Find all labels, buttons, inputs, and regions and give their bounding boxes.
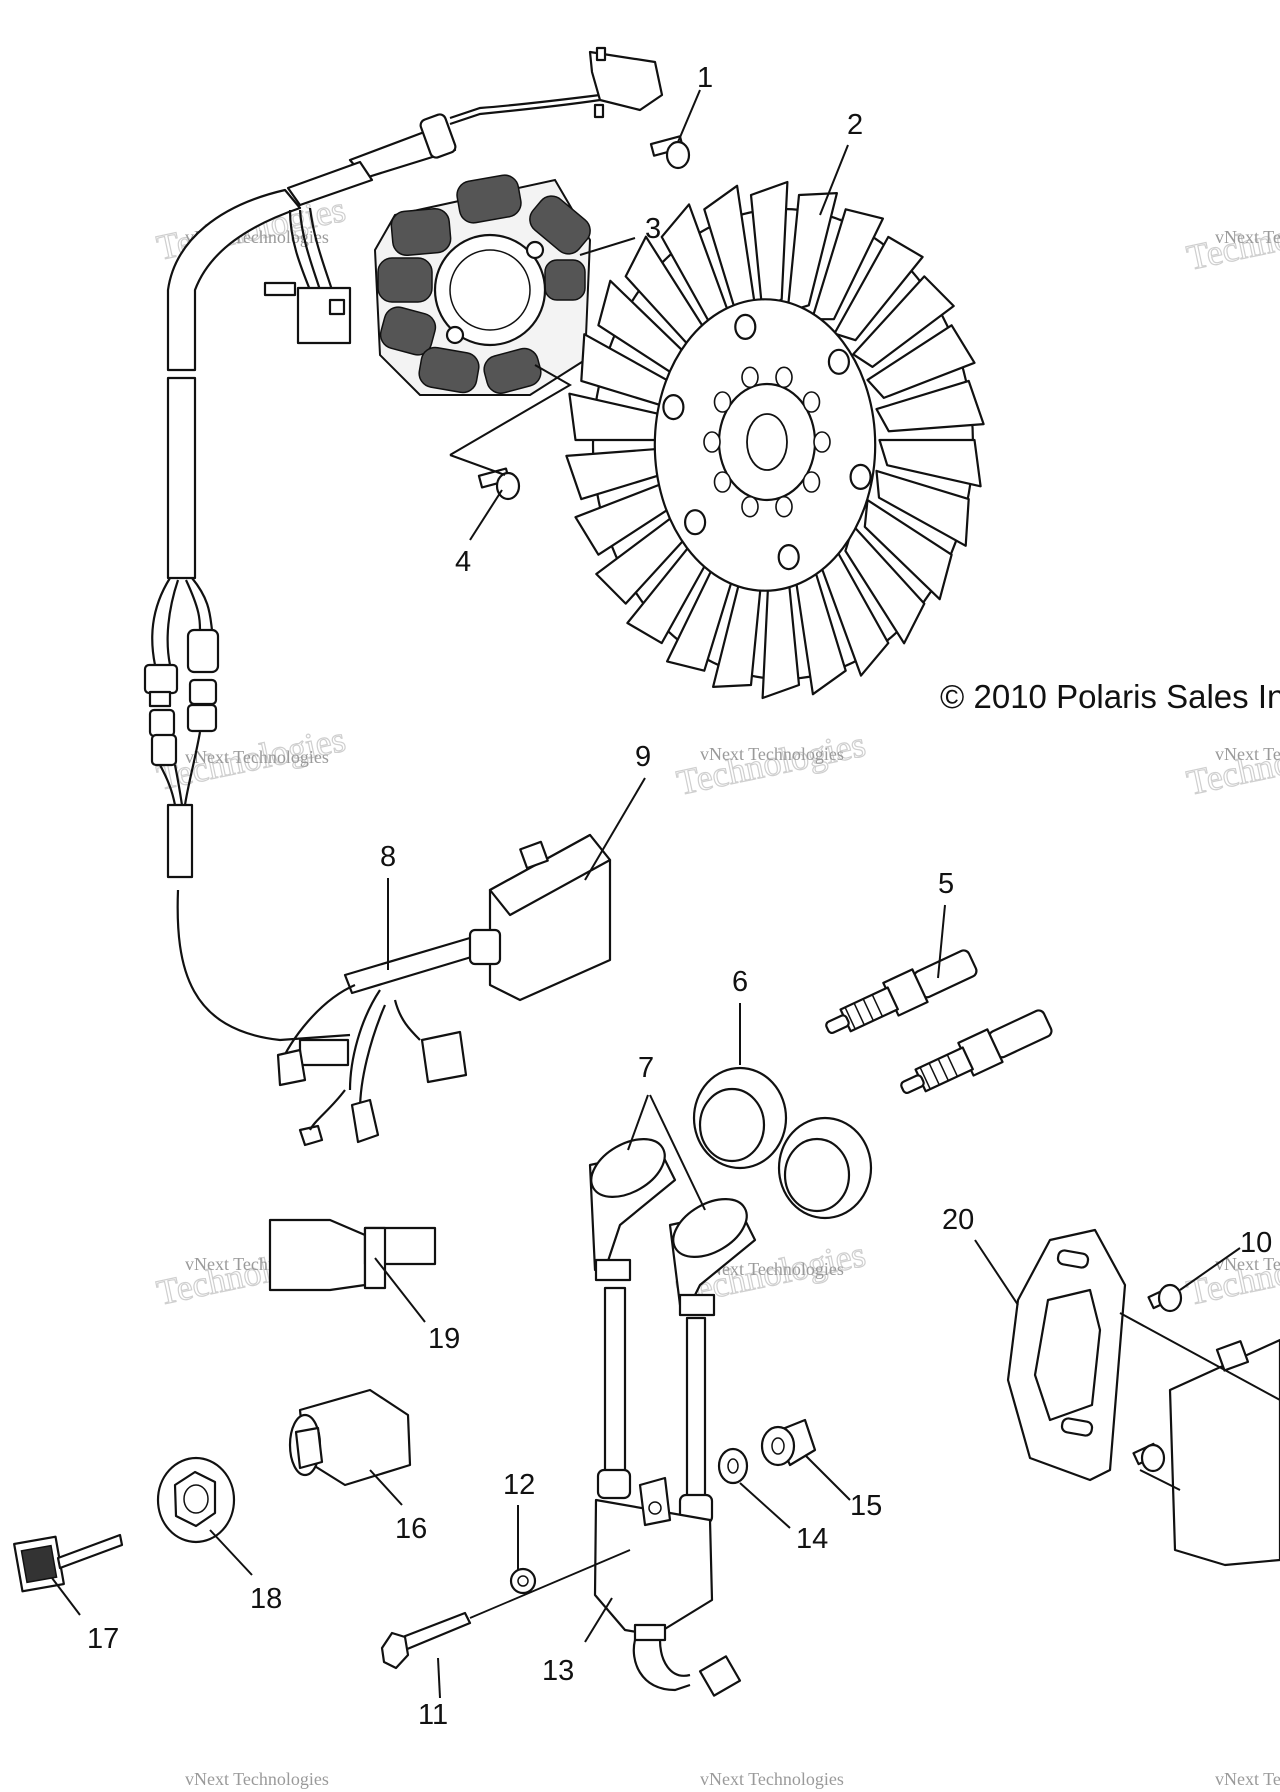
bolt-part [380,1549,631,1670]
flywheel-hole [741,495,759,518]
watermark-small: vNext Technologies [1215,1254,1280,1274]
callout-4: 4 [455,546,471,578]
copyright-notice: © 2010 Polaris Sales In [940,678,1280,715]
callout-8: 8 [380,841,396,873]
cdi-module-part [488,833,612,1002]
screw-part [1132,1283,1183,1473]
flywheel-hole [703,431,721,453]
watermark-small: vNext Technologies [700,744,844,764]
flywheel-blade [875,469,970,547]
flywheel-stud [734,313,757,340]
callout-11: 11 [418,1699,448,1731]
flywheel-blade [875,379,985,433]
key-part [13,1533,124,1593]
flywheel-hole [802,391,821,413]
gasket-part [1006,1228,1127,1482]
plug-cap-part [588,1138,757,1317]
flywheel-stud [777,543,800,571]
watermark-small: vNext Technologies [700,1769,844,1789]
flywheel-part [565,180,985,700]
callout-labels: 1 2 3 4 5 6 7 8 9 10 11 12 13 14 15 16 1… [87,62,1272,1731]
flywheel-center-bore [746,413,788,471]
watermark-small: vNext Technologies [700,1259,844,1279]
callout-19: 19 [428,1323,460,1355]
bushing-part [760,1418,817,1467]
callout-6: 6 [732,966,748,998]
washer-part [717,1447,749,1485]
flywheel-hole [775,366,793,389]
callout-3: 3 [645,213,661,245]
callout-12: 12 [503,1469,535,1501]
flywheel-hole [802,471,821,493]
flywheel-blade [852,275,955,368]
flywheel-hole [713,391,732,413]
callout-2: 2 [847,109,863,141]
wire-harness-part [276,928,502,1147]
flywheel-hole [741,366,759,389]
watermark-small: vNext Technologies [1215,1769,1280,1789]
callout-10: 10 [1240,1227,1272,1259]
flywheel-blade [811,208,884,321]
callout-9: 9 [635,741,651,773]
washer-part [509,1567,537,1595]
callout-18: 18 [250,1583,282,1615]
flywheel-stud [849,463,872,490]
flywheel-stud [662,394,685,421]
flywheel-blade [863,499,953,601]
grommet-part [692,1066,873,1220]
ignition-coil-part [593,1286,742,1697]
screw-part [649,135,691,170]
flywheel-hole [813,431,831,453]
flywheel-stud [827,348,851,375]
watermark-small: vNext Technologies [185,1769,329,1789]
flywheel-blade [878,438,982,488]
watermark-small: vNext Technologies [185,747,329,767]
callout-5: 5 [938,868,954,900]
watermark-small: vNext Technologies [1215,744,1280,764]
spark-plug-part [825,949,1053,1095]
callout-1: 1 [697,62,713,94]
nut-part [156,1456,236,1544]
callout-20: 20 [942,1204,974,1236]
connector-part [268,1218,437,1292]
callout-17: 17 [87,1623,119,1655]
cdi-module-part [1119,1312,1280,1567]
flywheel-hole [713,471,732,493]
callout-13: 13 [542,1655,574,1687]
leader-lines [51,89,1241,1699]
flywheel-blade [866,324,976,399]
flywheel-hole [775,495,793,518]
watermark-small: vNext Technologies [1215,227,1280,247]
stator-part [373,174,592,396]
key-switch-part [288,1388,412,1487]
flywheel-blade [833,235,924,342]
callout-16: 16 [395,1513,427,1545]
callout-15: 15 [850,1490,882,1522]
flywheel-stud [683,509,707,536]
callout-14: 14 [796,1523,828,1555]
stator-harness [143,46,664,1042]
callout-7: 7 [638,1052,654,1084]
